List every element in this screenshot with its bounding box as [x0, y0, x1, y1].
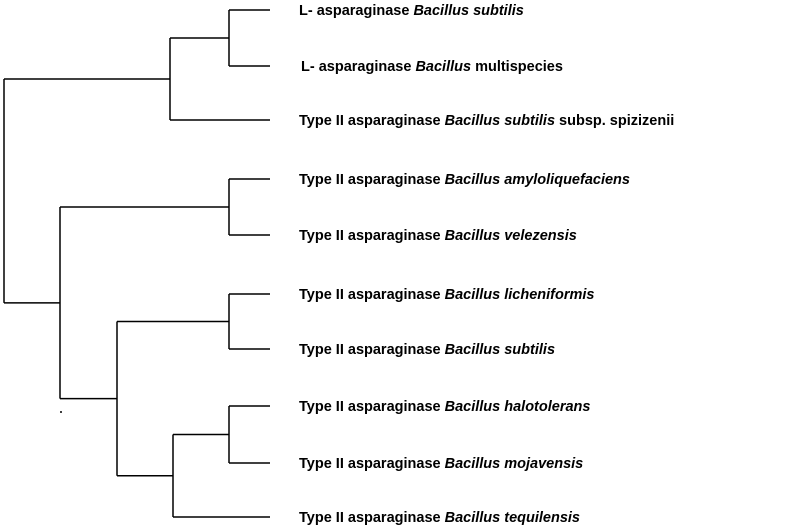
label-text: L- asparaginase: [301, 59, 415, 75]
species-name: Bacillus: [415, 59, 471, 75]
species-name: Bacillus mojavensis: [445, 456, 584, 472]
label-text: L- asparaginase: [299, 3, 413, 19]
label-text: Type II asparaginase: [299, 172, 445, 188]
species-name: Bacillus velezensis: [445, 228, 577, 244]
species-name: Bacillus amyloliquefaciens: [445, 172, 630, 188]
species-name: Bacillus tequilensis: [445, 510, 580, 526]
leaf-label-l2: L- asparaginase Bacillus multispecies: [301, 59, 563, 75]
label-text: Type II asparaginase: [299, 510, 445, 526]
leaf-label-l4: Type II asparaginase Bacillus amylolique…: [299, 172, 630, 188]
species-name: Bacillus subtilis: [445, 113, 555, 129]
label-text: Type II asparaginase: [299, 399, 445, 415]
leaf-label-l7: Type II asparaginase Bacillus subtilis: [299, 342, 555, 358]
label-text: Type II asparaginase: [299, 342, 445, 358]
label-text: Type II asparaginase: [299, 113, 445, 129]
label-text: subsp. spizizenii: [555, 113, 674, 129]
species-name: Bacillus halotolerans: [445, 399, 591, 415]
leaf-label-l6: Type II asparaginase Bacillus lichenifor…: [299, 287, 595, 303]
species-name: Bacillus subtilis: [413, 3, 523, 19]
leaf-label-l1: L- asparaginase Bacillus subtilis: [299, 3, 524, 19]
label-text: Type II asparaginase: [299, 456, 445, 472]
label-text: Type II asparaginase: [299, 228, 445, 244]
leaf-label-l9: Type II asparaginase Bacillus mojavensis: [299, 456, 583, 472]
stray-dot: [60, 411, 62, 413]
leaf-label-l8: Type II asparaginase Bacillus halotolera…: [299, 399, 590, 415]
label-text: Type II asparaginase: [299, 287, 445, 303]
species-name: Bacillus subtilis: [445, 342, 555, 358]
leaf-label-l5: Type II asparaginase Bacillus velezensis: [299, 228, 577, 244]
label-text: multispecies: [471, 59, 563, 75]
leaf-label-l10: Type II asparaginase Bacillus tequilensi…: [299, 510, 580, 526]
species-name: Bacillus licheniformis: [445, 287, 595, 303]
leaf-label-l3: Type II asparaginase Bacillus subtilis s…: [299, 113, 674, 129]
tree-branches: [3, 9, 270, 518]
